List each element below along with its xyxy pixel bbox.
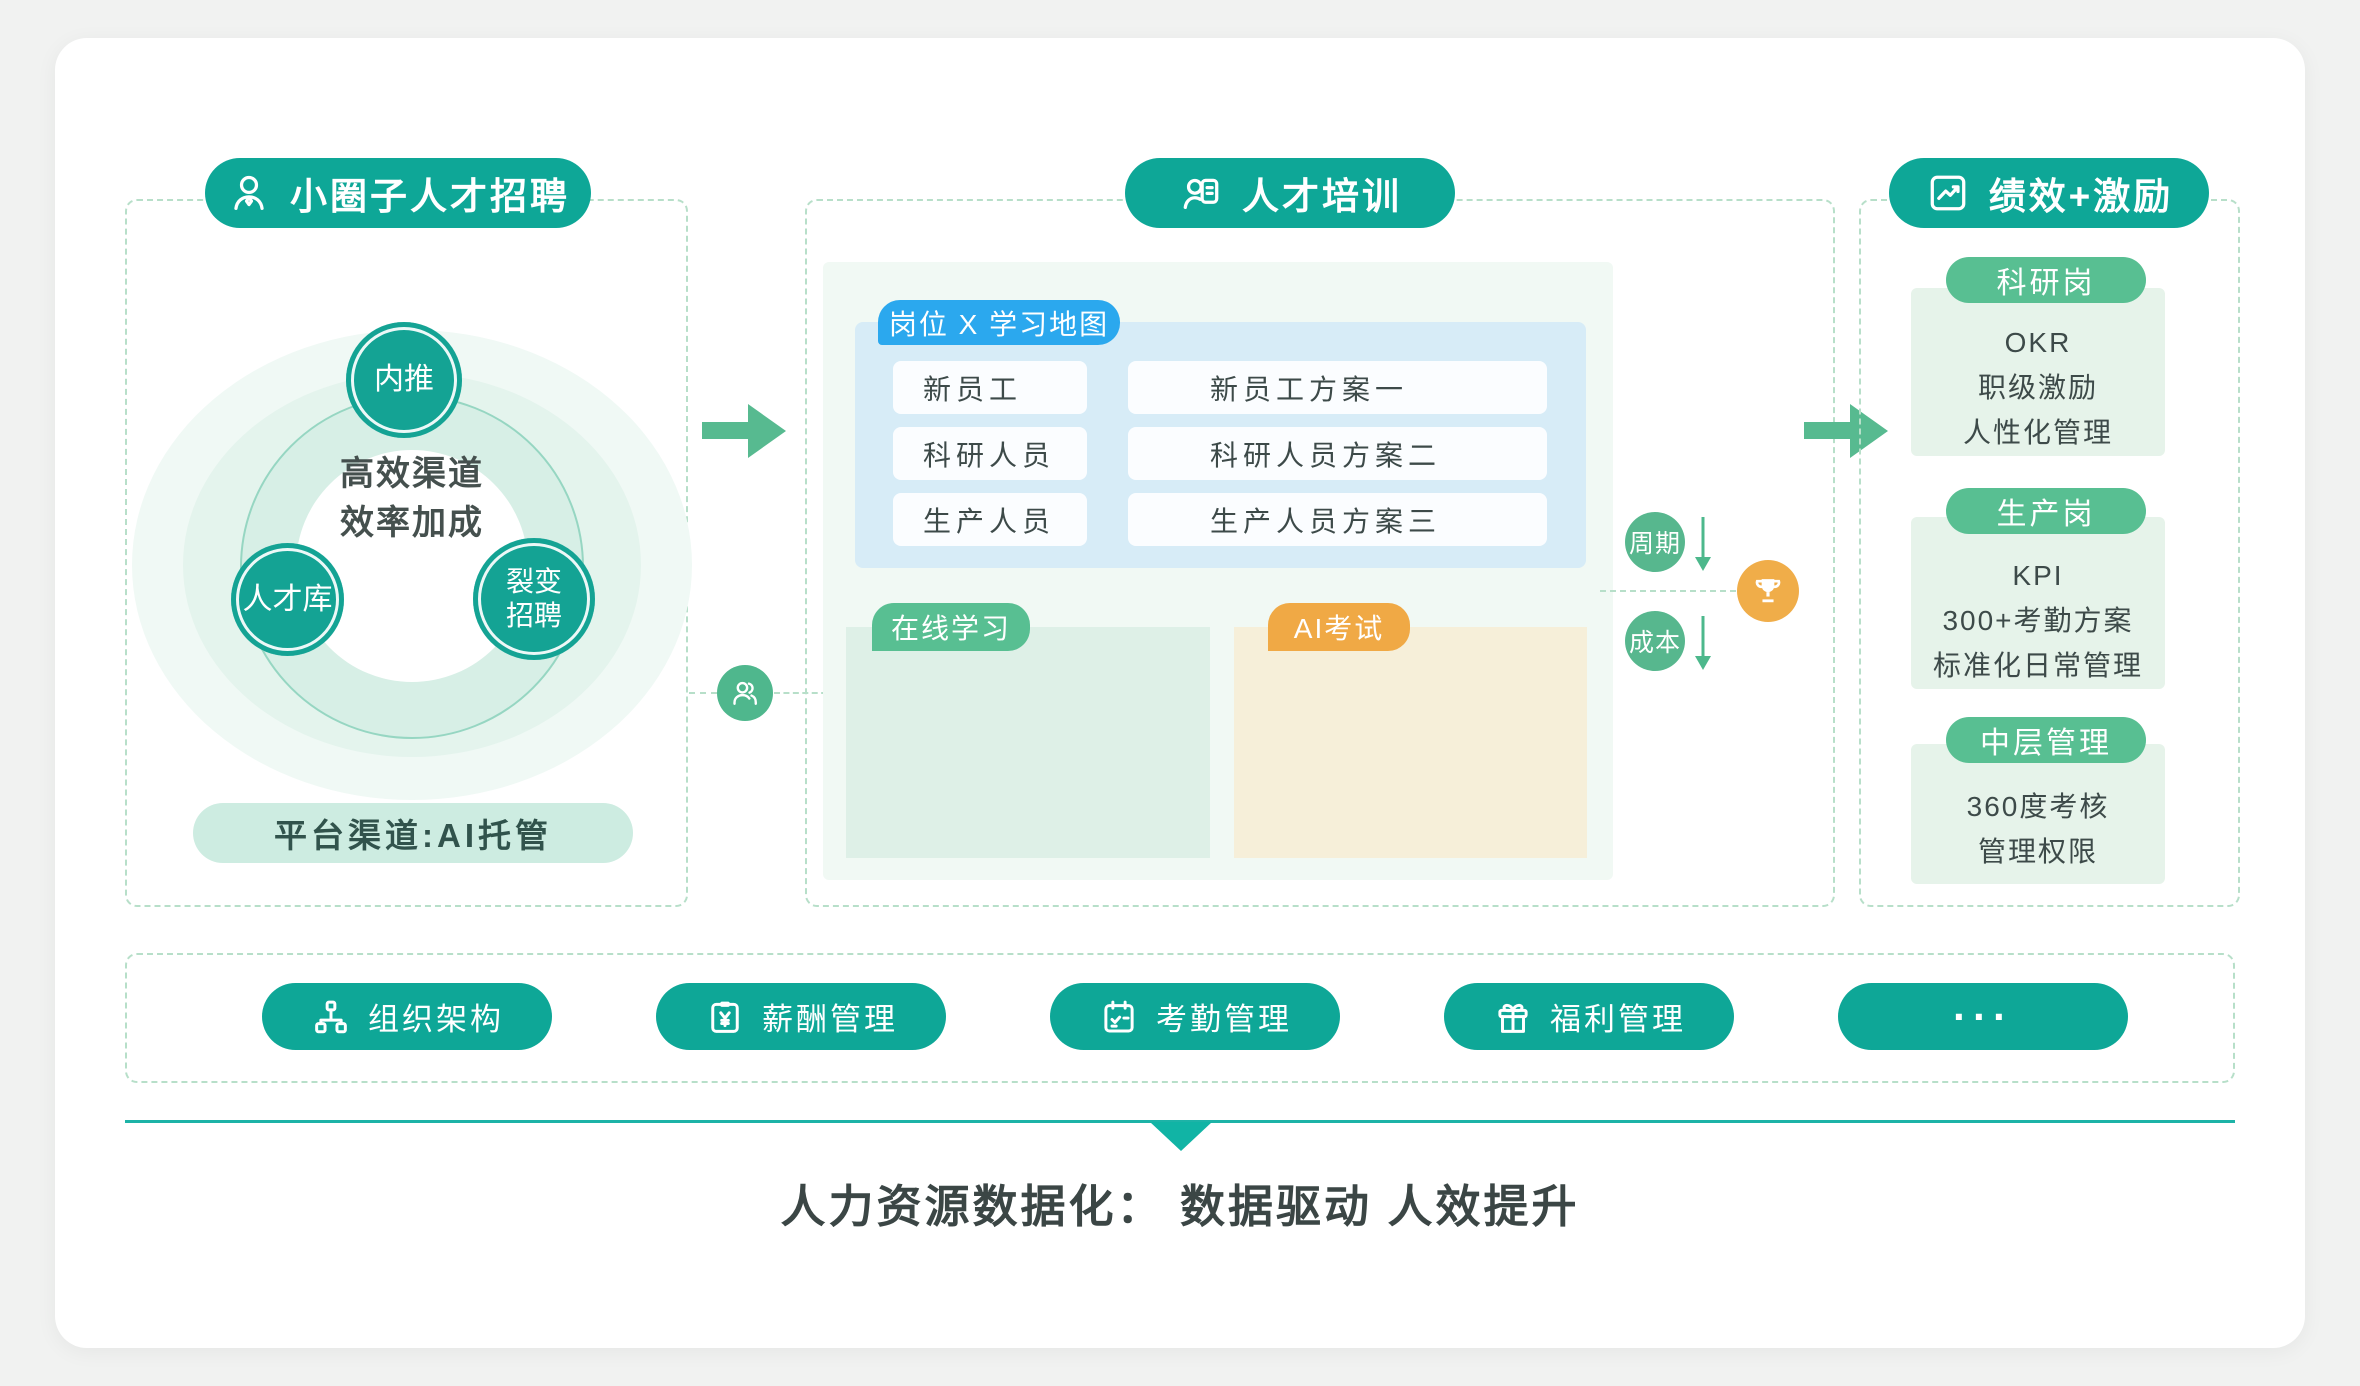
flow-arrow-right-icon [1804,422,1852,439]
more-dots-icon: ··· [1953,992,2013,1040]
group-card-middle-mgmt: 360度考核 管理权限 [1911,744,2165,884]
node-talent-pool: 人才库 [231,543,344,656]
cycle-metric: 周期 [1625,512,1685,572]
online-learning-panel [846,627,1210,858]
node-referral: 内推 [346,322,462,438]
group-card-production: KPI 300+考勤方案 标准化日常管理 [1911,517,2165,689]
module-salary: 薪酬管理 [656,983,946,1050]
learning-map-tab: 岗位 X 学习地图 [878,300,1120,345]
table-row-plan: 生产人员方案三 [1128,493,1547,546]
connector-dash-left [689,692,717,694]
ai-exam-badge: AI考试 [1268,603,1410,651]
online-learning-badge: 在线学习 [872,603,1030,651]
trainee-card-icon [1183,178,1219,210]
cost-metric: 成本 [1625,611,1685,671]
table-row-plan: 新员工方案一 [1128,361,1547,414]
training-badge: 人才培训 [1125,158,1455,228]
attendance-calendar-icon [1104,1000,1134,1032]
performance-chart-icon [1930,175,1966,211]
gift-icon [1498,1003,1528,1033]
users-icon [733,681,757,705]
down-triangle-icon [1150,1122,1212,1151]
footer-divider [125,1120,2235,1123]
module-attendance: 考勤管理 [1050,983,1340,1050]
center-line-1: 高效渠道 [340,455,484,493]
table-row-role: 生产人员 [893,493,1087,546]
module-benefits: 福利管理 [1444,983,1734,1050]
table-row-role: 新员工 [893,361,1087,414]
recruiting-center-text: 高效渠道 效率加成 [292,450,532,549]
arrow-down-icon [1695,616,1711,670]
trophy-dash-line [1600,590,1736,592]
group-pill-research: 科研岗 [1946,257,2146,303]
org-chart-icon [315,1000,347,1033]
flow-arrow-left-icon [702,422,750,439]
connector-dash-right [774,692,846,694]
trophy-icon [1755,579,1781,603]
performance-badge: 绩效+激励 [1889,158,2209,228]
recruiting-badge: 小圈子人才招聘 [205,158,591,228]
platform-channel-pill: 平台渠道:AI托管 [193,803,633,863]
node-fission: 裂变招聘 [473,538,595,660]
arrow-down-icon [1695,517,1711,571]
group-pill-middle-mgmt: 中层管理 [1946,717,2146,763]
people-connector [717,665,773,721]
table-row-plan: 科研人员方案二 [1128,427,1547,480]
performance-badge-label: 绩效+激励 [1988,176,2174,217]
salary-clipboard-icon [711,1001,739,1033]
group-pill-production: 生产岗 [1946,488,2146,534]
user-icon [234,175,264,210]
module-org-structure: 组织架构 [262,983,552,1050]
recruiting-badge-label: 小圈子人才招聘 [290,176,570,217]
ai-exam-panel [1234,627,1587,858]
footer-title: 人力资源数据化： 数据驱动 人效提升 [780,1181,1580,1232]
modules-panel [125,953,2235,1083]
table-row-role: 科研人员 [893,427,1087,480]
center-line-2: 效率加成 [340,504,484,543]
flow-arrow-right-head-icon [1850,404,1888,458]
training-badge-label: 人才培训 [1242,176,1402,217]
module-more: ··· [1838,983,2128,1050]
group-card-research: OKR 职级激励 人性化管理 [1911,288,2165,456]
trophy-badge [1737,560,1799,622]
flow-arrow-left-head-icon [748,404,786,458]
